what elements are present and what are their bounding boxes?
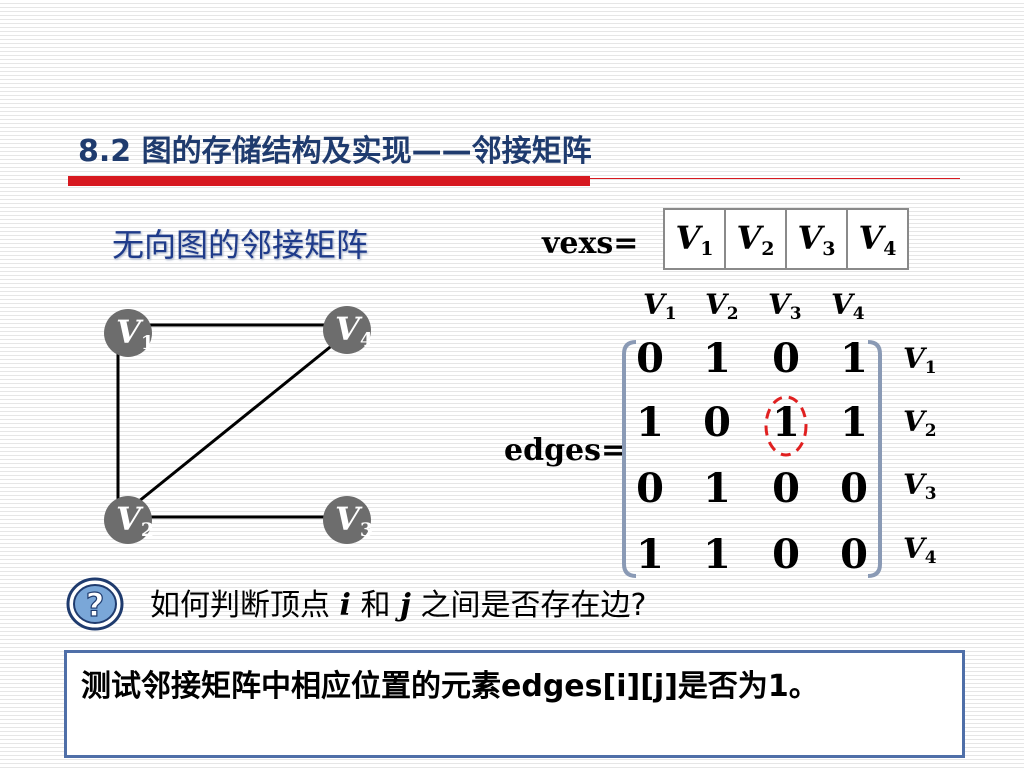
svg-text:V3: V3 bbox=[335, 500, 373, 541]
question-icon: ? bbox=[66, 577, 124, 631]
vexs-cell: V4 bbox=[846, 208, 909, 270]
matrix-cell: 0 bbox=[772, 465, 800, 512]
undirected-graph: V1 V4 V2 V3 bbox=[104, 306, 373, 544]
matrix-row-header: V3 bbox=[903, 468, 937, 504]
matrix-cell: 1 bbox=[840, 399, 868, 446]
matrix-cell: 0 bbox=[772, 338, 800, 382]
highlight-ellipse bbox=[764, 395, 808, 457]
matrix-cell: 1 bbox=[636, 531, 664, 578]
svg-text:?: ? bbox=[86, 586, 105, 624]
graph-node-v4: V4 bbox=[323, 306, 373, 354]
slide-title: 8.2 图的存储结构及实现——邻接矩阵 bbox=[78, 134, 592, 169]
adjacency-matrix: 0 1 0 1 1 0 1 1 0 1 0 0 1 1 0 0 bbox=[622, 338, 882, 578]
vexs-cell: V1 bbox=[663, 208, 726, 270]
matrix-cell: 0 bbox=[840, 531, 868, 578]
matrix-cell: 0 bbox=[772, 531, 800, 578]
graph-node-v1: V1 bbox=[104, 309, 154, 357]
matrix-left-bracket bbox=[622, 340, 637, 578]
svg-text:V1: V1 bbox=[116, 313, 154, 354]
matrix-col-header: V4 bbox=[831, 288, 865, 324]
vexs-label: vexs= bbox=[542, 226, 639, 261]
matrix-col-header: V2 bbox=[705, 288, 739, 324]
matrix-cell: 1 bbox=[703, 531, 731, 578]
title-rule-thin bbox=[590, 178, 960, 179]
matrix-cell: 0 bbox=[703, 399, 731, 446]
matrix-cell: 0 bbox=[636, 465, 664, 512]
svg-text:V4: V4 bbox=[335, 310, 373, 351]
svg-text:V2: V2 bbox=[116, 500, 154, 541]
matrix-row-header: V4 bbox=[903, 532, 937, 568]
question-text: 如何判断顶点 i 和 j 之间是否存在边? bbox=[150, 588, 647, 623]
graph-node-v3: V3 bbox=[323, 496, 373, 544]
matrix-cell: 1 bbox=[840, 338, 868, 382]
matrix-cell: 0 bbox=[636, 338, 664, 382]
matrix-right-bracket bbox=[867, 340, 882, 578]
matrix-cell: 1 bbox=[703, 465, 731, 512]
answer-box: 测试邻接矩阵中相应位置的元素edges[i][j]是否为1。 bbox=[64, 650, 965, 758]
edges-label: edges= bbox=[504, 433, 627, 468]
vexs-cell: V3 bbox=[785, 208, 848, 270]
matrix-cell: 1 bbox=[636, 399, 664, 446]
matrix-cell: 0 bbox=[840, 465, 868, 512]
section-heading: 无向图的邻接矩阵 bbox=[112, 226, 369, 264]
answer-text: 测试邻接矩阵中相应位置的元素edges[i][j]是否为1。 bbox=[81, 669, 819, 704]
matrix-col-header: V1 bbox=[643, 288, 677, 324]
matrix-row-header: V1 bbox=[903, 342, 937, 378]
matrix-cell: 1 bbox=[703, 338, 731, 382]
matrix-row-header: V2 bbox=[903, 405, 937, 441]
graph-edge bbox=[127, 333, 346, 512]
graph-node-v2: V2 bbox=[104, 496, 154, 544]
title-rule bbox=[68, 176, 590, 186]
vexs-cell: V2 bbox=[724, 208, 787, 270]
matrix-col-header: V3 bbox=[768, 288, 802, 324]
vexs-array: V1 V2 V3 V4 bbox=[663, 208, 909, 270]
matrix-cell-highlighted: 1 bbox=[772, 399, 800, 446]
